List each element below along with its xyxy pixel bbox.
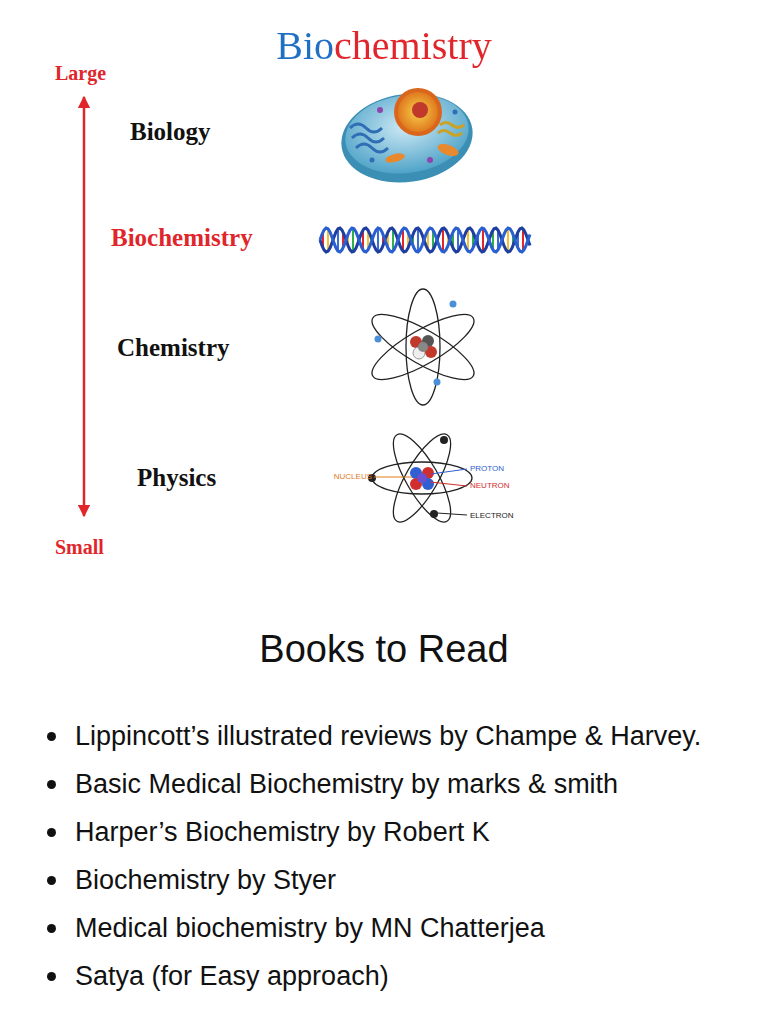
illustration-part xyxy=(431,469,467,474)
scale-label: Small xyxy=(55,536,104,559)
atom-illustration xyxy=(364,289,481,405)
illustration-part xyxy=(453,110,458,115)
illustration-part xyxy=(394,88,442,136)
part-label: ELECTRON xyxy=(470,511,514,520)
illustration-part xyxy=(412,102,428,118)
bullet xyxy=(47,828,56,837)
illustration-part xyxy=(384,152,405,165)
illustration-part xyxy=(340,87,474,181)
dna-rung xyxy=(482,228,484,252)
illustration-part xyxy=(377,107,383,113)
atom-diagram xyxy=(368,427,472,530)
scale-arrow xyxy=(83,97,86,516)
page-title: Biochemistry xyxy=(276,22,492,69)
book-title: Satya (for Easy approach) xyxy=(75,961,389,991)
bullet xyxy=(47,732,56,741)
illustration-part xyxy=(430,482,467,486)
part-label: NUCLEUS xyxy=(334,472,372,481)
illustration-part xyxy=(417,473,427,483)
illustration-part xyxy=(450,301,457,308)
book-title: Medical biochemistry by MN Chatterjea xyxy=(75,913,545,943)
bullet xyxy=(47,972,56,981)
dna-rung xyxy=(352,228,354,252)
illustration-part xyxy=(374,477,412,478)
dna-rung xyxy=(442,228,444,252)
bullet xyxy=(47,876,56,885)
level-label: Biology xyxy=(130,118,211,147)
illustration-part xyxy=(436,142,460,159)
book-item: Satya (for Easy approach) xyxy=(45,955,735,997)
illustration-part xyxy=(398,92,438,132)
dna-strand xyxy=(320,228,530,252)
part-label: NEUTRON xyxy=(470,481,510,490)
illustration-part xyxy=(406,289,440,405)
book-title: Biochemistry by Styer xyxy=(75,865,336,895)
illustration-part xyxy=(375,336,382,343)
book-item: Basic Medical Biochemistry by marks & sm… xyxy=(45,763,735,805)
illustration-part xyxy=(430,510,438,518)
book-title: Basic Medical Biochemistry by marks & sm… xyxy=(75,769,618,799)
scale-label: Large xyxy=(55,62,106,85)
book-list: Lippincott’s illustrated reviews by Cham… xyxy=(45,715,735,1003)
cell-illustration xyxy=(336,85,479,191)
illustration-part xyxy=(370,158,375,163)
book-item: Harper’s Biochemistry by Robert K xyxy=(45,811,735,853)
book-item: Biochemistry by Styer xyxy=(45,859,735,901)
dna-helix xyxy=(320,228,530,252)
illustration-part xyxy=(350,124,388,152)
illustration-part xyxy=(434,379,441,386)
illustration-part xyxy=(427,157,433,163)
leader-lines xyxy=(374,469,467,515)
level-label: Physics xyxy=(137,464,216,493)
bullet xyxy=(47,924,56,933)
dna-rung xyxy=(377,228,379,252)
illustration-part xyxy=(372,462,472,494)
book-title: Lippincott’s illustrated reviews by Cham… xyxy=(75,721,701,751)
dna-rung xyxy=(417,228,419,252)
part-label: PROTON xyxy=(470,464,504,473)
dna-rung xyxy=(507,228,509,252)
illustration-part xyxy=(364,303,481,390)
book-title: Harper’s Biochemistry by Robert K xyxy=(75,817,490,847)
illustration-part xyxy=(438,123,464,136)
illustration-part xyxy=(336,85,479,191)
bullet xyxy=(47,780,56,789)
illustration-part xyxy=(437,513,467,515)
section-heading: Books to Read xyxy=(259,628,508,672)
dna-strand xyxy=(320,228,530,252)
level-label: Biochemistry xyxy=(111,224,253,253)
illustration-part xyxy=(364,303,481,390)
book-item: Medical biochemistry by MN Chatterjea xyxy=(45,907,735,949)
level-label: Chemistry xyxy=(117,334,229,363)
book-item: Lippincott’s illustrated reviews by Cham… xyxy=(45,715,735,757)
illustration-part xyxy=(440,436,448,444)
illustration-part xyxy=(418,342,428,352)
